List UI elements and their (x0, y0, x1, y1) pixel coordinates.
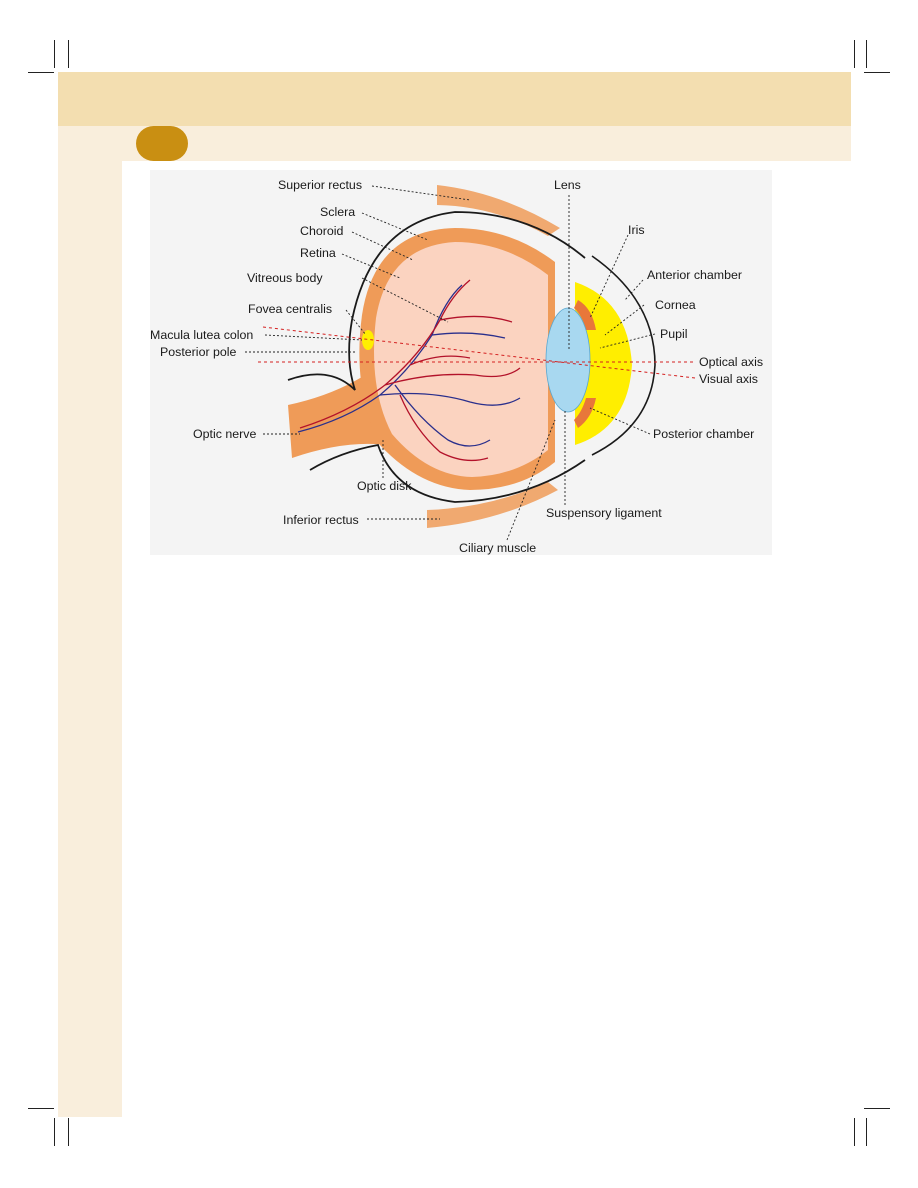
leader-line (345, 309, 367, 336)
leader-line (341, 253, 401, 279)
label-visual-axis: Visual axis (699, 372, 758, 386)
leader-line (351, 231, 414, 261)
retinal-vein (379, 392, 521, 406)
left-margin-strip (58, 161, 122, 1117)
retinal-vein (297, 284, 463, 433)
retinal-vein (394, 384, 491, 447)
sclera-outline (287, 211, 586, 391)
label-choroid: Choroid (300, 224, 344, 238)
label-macula-lutea-colon: Macula lutea colon (150, 328, 253, 342)
label-fovea-centralis: Fovea centralis (248, 302, 332, 316)
leader-line (371, 185, 471, 201)
retinal-artery (384, 367, 521, 386)
crop-mark (54, 40, 55, 68)
crop-mark (68, 1118, 69, 1146)
label-sclera: Sclera (320, 205, 355, 219)
diagram-labels: Superior rectus Sclera Choroid Retina Vi… (150, 178, 763, 555)
header-band (58, 72, 851, 126)
optic-nerve-sheath (288, 372, 386, 458)
sclera-outline (309, 443, 586, 503)
label-cornea: Cornea (655, 298, 696, 312)
leader-line (506, 419, 556, 541)
crop-mark (68, 40, 69, 68)
label-lens: Lens (554, 178, 581, 192)
label-retina: Retina (300, 246, 336, 260)
label-posterior-chamber: Posterior chamber (653, 427, 754, 441)
crop-mark (864, 1108, 890, 1109)
retinal-artery (399, 394, 489, 462)
crop-mark (854, 40, 855, 68)
label-optical-axis: Optical axis (699, 355, 763, 369)
label-superior-rectus: Superior rectus (278, 178, 362, 192)
leader-line (589, 407, 651, 435)
fovea-spot (362, 330, 374, 350)
retinal-artery (439, 315, 513, 323)
crop-mark (54, 1118, 55, 1146)
label-suspensory-ligament: Suspensory ligament (546, 506, 662, 520)
crop-mark (866, 40, 867, 68)
retinal-vein (431, 332, 506, 339)
label-ciliary-muscle: Ciliary muscle (459, 541, 536, 555)
chapter-badge (136, 126, 188, 161)
label-vitreous-body: Vitreous body (247, 271, 323, 285)
crop-mark (864, 72, 890, 73)
sub-header-band (58, 126, 851, 161)
label-optic-disk: Optic disk (357, 479, 412, 493)
leader-line (264, 334, 363, 341)
retinal-artery (299, 279, 471, 429)
iris-shape (574, 398, 596, 428)
cornea-outline (591, 255, 656, 456)
retinal-artery (409, 355, 471, 366)
leader-lines (245, 185, 656, 541)
label-iris: Iris (628, 223, 645, 237)
leader-line (599, 333, 656, 349)
inferior-rectus-muscle (427, 482, 558, 528)
superior-rectus-muscle (437, 185, 560, 236)
visual-axis-line (262, 326, 696, 379)
crop-mark (28, 1108, 54, 1109)
label-posterior-pole: Posterior pole (160, 345, 237, 359)
leader-line (604, 304, 645, 336)
leader-line (589, 234, 629, 319)
leader-line (361, 277, 449, 323)
vitreous-body-shape (374, 242, 548, 477)
label-inferior-rectus: Inferior rectus (283, 513, 359, 527)
retinal-vessels (297, 279, 521, 462)
crop-mark (28, 72, 54, 73)
crop-mark (866, 1118, 867, 1146)
label-anterior-chamber: Anterior chamber (647, 268, 742, 282)
leader-line (624, 279, 644, 301)
lens-shape (545, 307, 591, 413)
label-optic-nerve: Optic nerve (193, 427, 256, 441)
crop-mark (854, 1118, 855, 1146)
label-pupil: Pupil (660, 327, 688, 341)
iris-shape (574, 300, 596, 330)
